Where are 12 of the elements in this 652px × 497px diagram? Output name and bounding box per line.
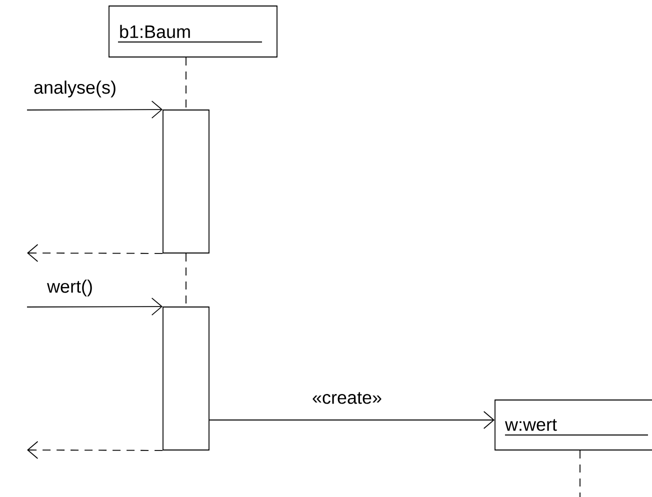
message-arrow bbox=[26, 100, 163, 119]
return-arrow bbox=[27, 244, 163, 262]
activation-bar bbox=[162, 110, 210, 254]
message-arrow bbox=[209, 411, 495, 429]
object-box: b1:Baum bbox=[108, 6, 278, 58]
activation-bar bbox=[162, 306, 210, 450]
object-box: w:wert bbox=[494, 400, 652, 450]
edge-label: analyse(s) bbox=[32, 80, 118, 98]
edge-label: wert() bbox=[46, 278, 94, 298]
edge-label: «create» bbox=[310, 391, 384, 405]
return-arrow bbox=[27, 441, 163, 459]
message-arrow bbox=[26, 298, 163, 316]
